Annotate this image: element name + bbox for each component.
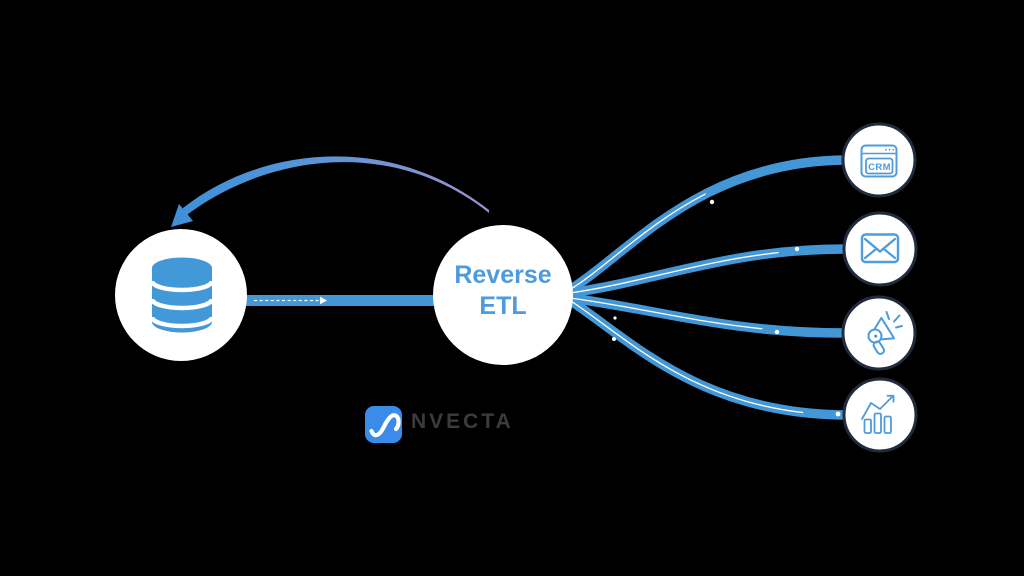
- nvecta-wave-icon: [369, 413, 401, 438]
- destination-node-marketing: [841, 295, 917, 371]
- flow-dot: [835, 411, 841, 417]
- reverse-etl-node: Reverse ETL: [433, 225, 573, 365]
- hub-label-line1: Reverse: [454, 261, 551, 289]
- flow-dot: [612, 337, 616, 341]
- hub-circle: [433, 225, 573, 365]
- return-arrowhead-icon: [171, 204, 193, 227]
- marketing-megaphone-icon: [867, 311, 903, 355]
- destination-circle: [841, 295, 917, 371]
- fan-pipes: [565, 155, 851, 420]
- analytics-chart-icon: [861, 394, 895, 434]
- destination-node-email: [842, 211, 918, 287]
- data-trail-email: [569, 248, 846, 294]
- sync-bar: [238, 295, 438, 306]
- flow-dot: [613, 316, 617, 320]
- source-node-database: [115, 229, 247, 361]
- database-icon: [149, 257, 215, 333]
- crm-label: CRM: [868, 162, 891, 173]
- return-arc-ribbon: [183, 156, 489, 218]
- destination-node-analytics: [842, 377, 918, 453]
- destination-circle: [841, 122, 917, 198]
- destination-node-crm: CRM: [841, 122, 917, 198]
- data-trail-marketing: [569, 297, 846, 334]
- brand-wordmark: NVECTA: [411, 410, 514, 433]
- data-trail-crm: [570, 159, 847, 290]
- sync-flow-arrowhead-icon: [320, 296, 327, 305]
- hub-label-line2: ETL: [479, 292, 526, 320]
- destination-circle: [842, 211, 918, 287]
- data-flow-dots: [612, 199, 841, 417]
- crm-browser-icon: [860, 144, 898, 178]
- sync-line: [238, 295, 438, 306]
- brand-logo: NVECTA: [365, 406, 514, 443]
- flow-dot: [794, 246, 800, 252]
- email-envelope-icon: [860, 233, 900, 264]
- pipe-to-crm: [566, 155, 851, 294]
- flow-dot: [774, 329, 780, 335]
- flow-dot: [709, 199, 715, 205]
- data-trail-analytics: [570, 300, 846, 416]
- destination-circle: [842, 377, 918, 453]
- return-arrow: [171, 156, 489, 227]
